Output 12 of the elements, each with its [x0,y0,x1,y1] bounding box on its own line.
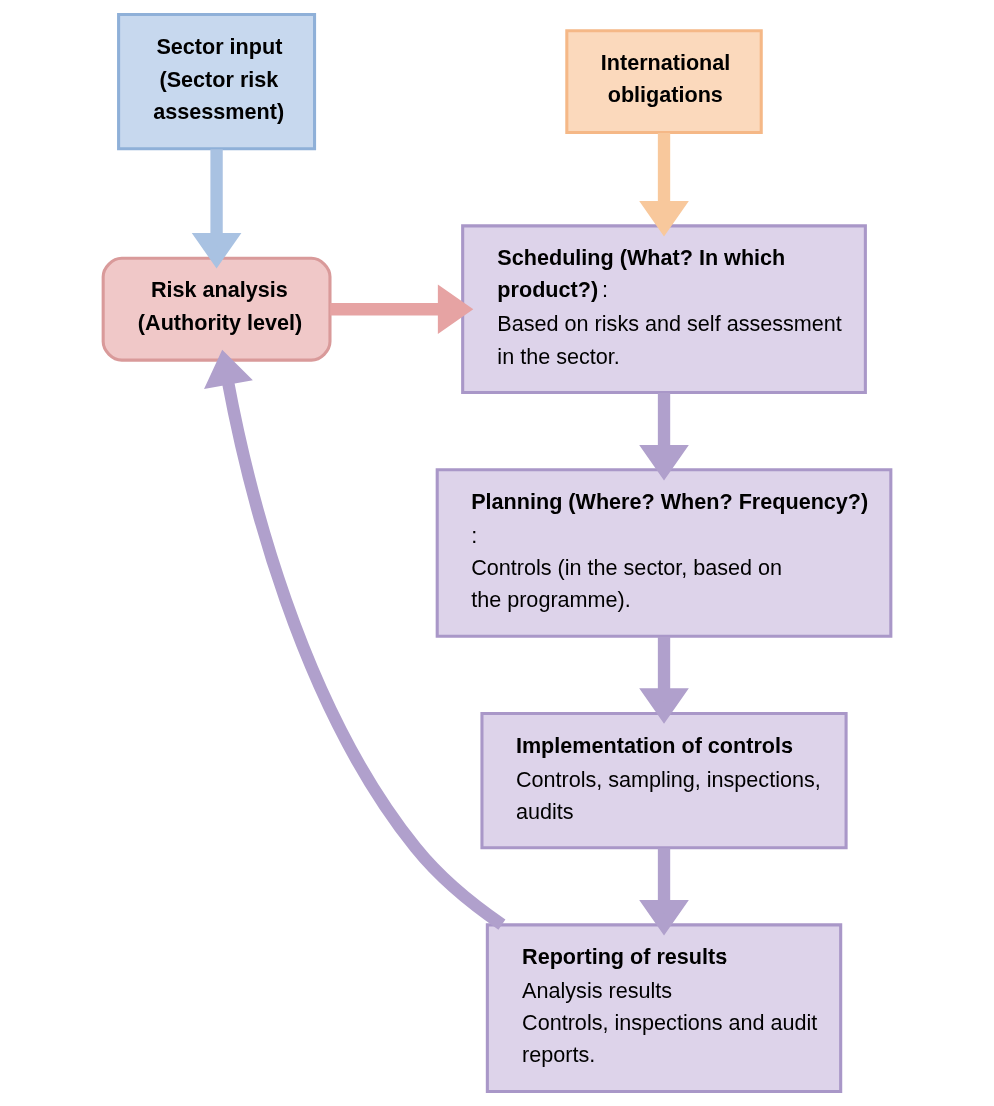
arrow [191,149,242,269]
node-box: Planning (Where? When? Frequency?) : Controls (in the sector, based on the programme). [435,468,893,638]
arrow [639,133,689,237]
arrow [639,392,689,481]
arrow [639,848,689,936]
node-box: International obligations [565,29,763,135]
node-box: Risk analysis (Authority level) [101,256,332,362]
arrow [204,349,506,930]
arrow [330,284,474,335]
arrow [639,636,689,724]
node-box: Scheduling (What? In which product?) : Based on risks and self assessment in the sector. [461,224,867,395]
node-box: Sector input (Sector risk assessment) [117,12,317,151]
